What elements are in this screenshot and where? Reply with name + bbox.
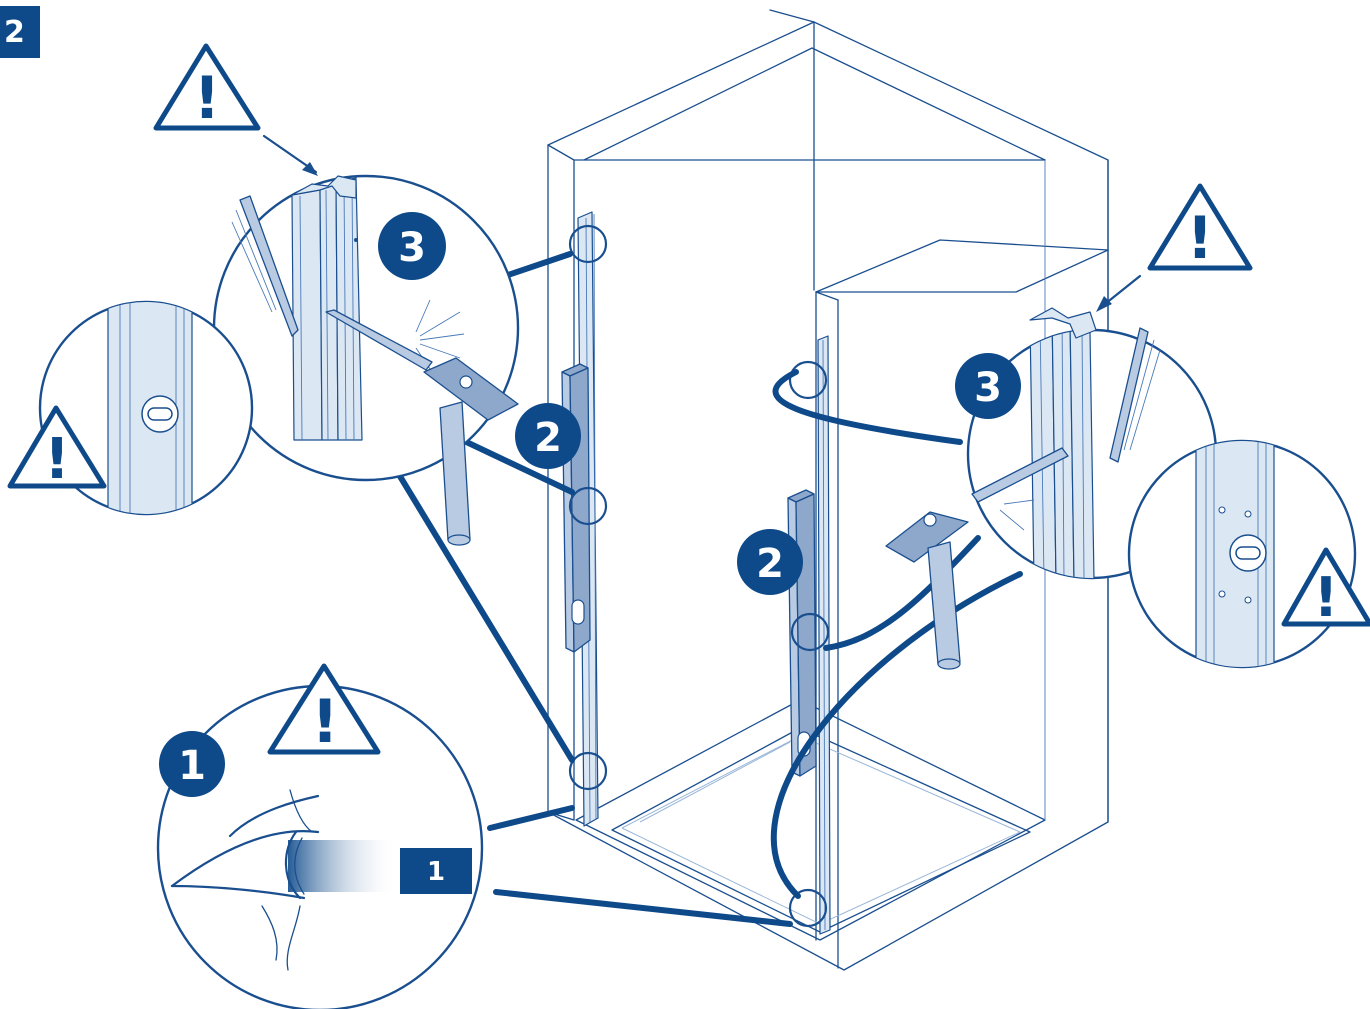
step-number: 2	[4, 15, 25, 50]
callout-label: 2	[534, 415, 562, 461]
left-slot-magnifier	[38, 300, 254, 516]
warning-mark: !	[44, 427, 70, 492]
callout-badge-1-eye: 1	[159, 731, 225, 797]
eye-target-box	[400, 848, 472, 894]
right-detail-magnifier	[885, 307, 1218, 670]
eye-check-magnifier: 1	[156, 684, 484, 1009]
callout-label: 3	[974, 365, 1002, 411]
callout-badge-3-left: 3	[378, 212, 446, 280]
left-detail-magnifier	[212, 174, 520, 546]
warning-triangle-eye: !	[267, 663, 381, 757]
warning-triangle-left-slot: !	[7, 405, 107, 492]
warning-mark: !	[311, 687, 338, 757]
warning-triangle-top-right: !	[1147, 183, 1253, 272]
callout-badge-3-right: 3	[955, 353, 1021, 419]
warning-mark: !	[1187, 204, 1213, 272]
leader-lines	[375, 251, 1023, 927]
warning-triangle-right-slot: !	[1281, 547, 1370, 629]
arrowhead-right	[1096, 296, 1112, 312]
left-spirit-level	[561, 363, 591, 653]
check-rings	[568, 224, 830, 928]
callout-label: 3	[398, 225, 426, 271]
callout-badge-2-right: 2	[737, 529, 803, 595]
step-number-box: 2	[0, 6, 40, 58]
callout-label: 1	[178, 743, 206, 789]
arrowhead-left	[302, 162, 318, 176]
callout-badge-2-left: 2	[515, 403, 581, 469]
warning-triangle-top-left: !	[153, 43, 261, 132]
eye-target-label: 1	[427, 857, 445, 887]
callout-label: 2	[756, 541, 784, 587]
right-corner-profile	[817, 335, 831, 935]
warning-mark: !	[1314, 566, 1339, 629]
warning-mark: !	[194, 64, 220, 132]
